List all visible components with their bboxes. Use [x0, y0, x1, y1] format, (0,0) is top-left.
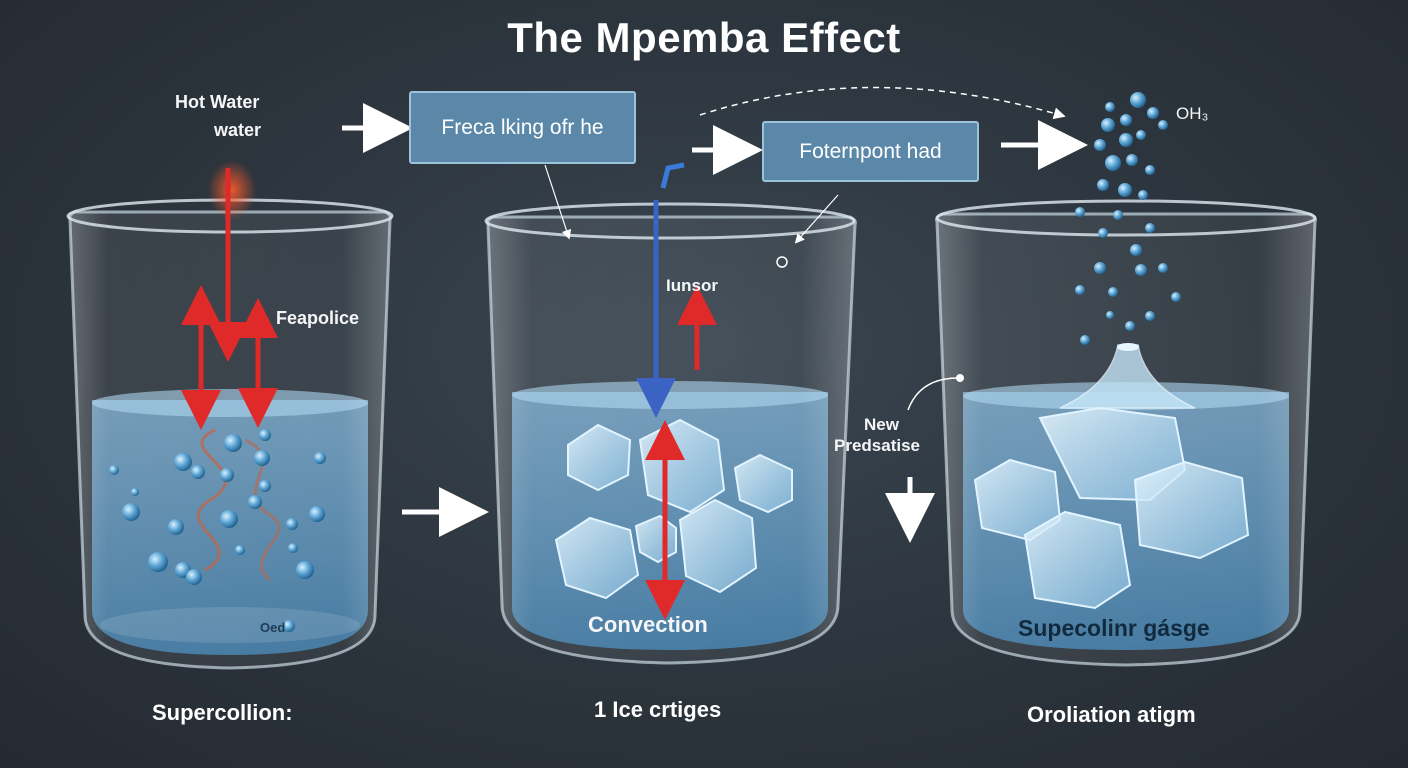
caption-beaker-2: 1 Ice crtiges	[594, 697, 722, 722]
process-box-1: Freca lking ofr he	[409, 91, 636, 164]
page-title: The Mpemba Effect	[507, 14, 901, 61]
label-predsatise: Predsatise	[834, 436, 920, 455]
bubbles-beaker-3	[1075, 92, 1181, 345]
label-feapolice: Feapolice	[276, 308, 360, 328]
process-box-2: Foternpont had	[762, 121, 979, 182]
caption-beaker-1: Supercollion:	[152, 700, 293, 725]
heat-glow	[208, 160, 256, 220]
beaker-3	[935, 92, 1317, 667]
label-convection: Convection	[588, 612, 708, 637]
beaker-1	[66, 160, 394, 670]
label-hot-water: Hot Water	[175, 92, 260, 112]
label-new: New	[864, 415, 899, 434]
label-supecolinr: Supecolinr gásge	[1018, 615, 1210, 641]
label-iunsor: Iunsor	[666, 276, 718, 295]
flow-arrows	[342, 86, 1088, 543]
bubbles-beaker-1	[109, 429, 326, 632]
label-oh3: OH₃	[1176, 104, 1209, 123]
label-water: water	[214, 120, 262, 140]
label-oed: Oed	[260, 620, 286, 635]
beaker-2	[484, 162, 857, 665]
caption-beaker-3: Oroliation atigm	[1027, 702, 1196, 727]
